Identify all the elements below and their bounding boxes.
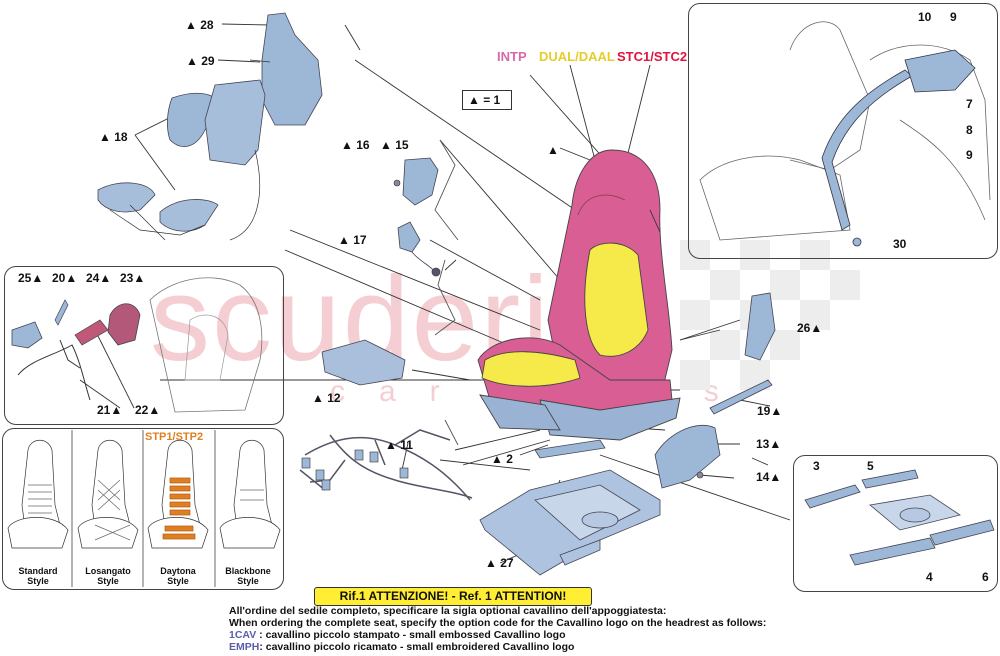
inset-side-trim-panel <box>4 266 284 425</box>
style-caption-blackbone: Blackbone Style <box>218 566 278 586</box>
label-part-30: 30 <box>893 237 907 251</box>
inset-seatbelt-strap <box>821 49 976 247</box>
label-part-19: 19▲ <box>757 404 783 418</box>
label-stp: STP1/STP2 <box>145 431 204 443</box>
label-part-14: 14▲ <box>756 470 782 484</box>
label-part-9-top: 9 <box>950 10 957 24</box>
label-part-11: ▲ 11 <box>385 438 413 452</box>
note-title: Rif.1 ATTENZIONE! - Ref. 1 ATTENTION! <box>314 587 592 606</box>
main-seat <box>477 149 681 441</box>
label-part-22: 22▲ <box>135 403 161 417</box>
headrest-shell-part <box>166 12 323 147</box>
inset-rails-panel <box>793 455 998 592</box>
label-part-23: 23▲ <box>120 271 146 285</box>
headrest-mechanism-part <box>97 79 266 232</box>
style-caption-line2: Style <box>97 576 119 586</box>
note-line-1: All'ordine del sedile completo, specific… <box>229 605 667 617</box>
screw-16 <box>393 179 401 187</box>
option-code-emph: EMPH <box>229 641 260 653</box>
motor-26 <box>744 292 776 361</box>
option-text-1cav: : cavallino piccolo stampato - small emb… <box>256 629 566 641</box>
label-part-26: 26▲ <box>797 321 823 335</box>
label-part-9-bottom: 9 <box>966 148 973 162</box>
note-line-3: 1CAV : cavallino piccolo stampato - smal… <box>229 629 565 642</box>
control-module-12 <box>321 339 406 386</box>
option-text-emph: : cavallino piccolo ricamato - small emb… <box>259 641 575 653</box>
style-caption-line2: Style <box>27 576 49 586</box>
seat-frame-27 <box>479 469 661 576</box>
label-part-10: 10 <box>918 10 932 24</box>
note-line-4: EMPH: cavallino piccolo ricamato - small… <box>229 641 574 654</box>
note-line-2: When ordering the complete seat, specify… <box>229 617 767 629</box>
inset-styles-panel <box>2 428 284 590</box>
style-dividers <box>71 430 216 587</box>
label-part-3: 3 <box>813 459 820 473</box>
seat-cushion-center <box>481 351 581 387</box>
label-part-17: ▲ 17 <box>338 233 367 247</box>
side-cover-13 <box>654 424 721 489</box>
label-part-8: 8 <box>966 123 973 137</box>
style-caption-losangato: Losangato Style <box>78 566 138 586</box>
style-daytona-seat <box>147 439 209 549</box>
label-part-4: 4 <box>926 570 933 584</box>
style-caption-line1: Standard <box>18 566 58 576</box>
style-caption-line2: Style <box>167 576 189 586</box>
style-caption-line1: Blackbone <box>225 566 271 576</box>
label-intp: INTP <box>497 49 527 64</box>
label-part-18: ▲ 18 <box>99 130 128 144</box>
quantity-legend: ▲ = 1 <box>462 90 512 110</box>
label-part-20: 20▲ <box>52 271 78 285</box>
label-part-7: 7 <box>966 97 973 111</box>
label-part-15: ▲ 15 <box>380 138 409 152</box>
label-part-5: 5 <box>867 459 874 473</box>
seat-rail-2 <box>534 439 606 459</box>
label-dual-daal: DUAL/DAAL <box>539 49 615 64</box>
style-caption-line2: Style <box>237 576 259 586</box>
style-caption-standard: Standard Style <box>8 566 68 586</box>
seat-back-center <box>584 242 649 357</box>
seatbelt-buckle-17 <box>397 221 441 277</box>
label-part-6: 6 <box>982 570 989 584</box>
style-caption-line1: Losangato <box>85 566 131 576</box>
label-part-29: ▲ 29 <box>186 54 215 68</box>
style-thumbnails <box>7 439 281 549</box>
label-part-21: 21▲ <box>97 403 123 417</box>
label-part-24: 24▲ <box>86 271 112 285</box>
label-part-28: ▲ 28 <box>185 18 214 32</box>
inset-rails-drawing <box>804 469 995 566</box>
label-seat-assembly: ▲ <box>547 143 559 157</box>
label-part-12: ▲ 12 <box>312 391 341 405</box>
option-code-1cav: 1CAV <box>229 629 257 641</box>
label-part-2: ▲ 2 <box>491 452 513 466</box>
style-standard-seat <box>7 439 69 549</box>
quantity-legend-text: ▲ = 1 <box>468 93 501 107</box>
style-caption-line1: Daytona <box>160 566 196 576</box>
trim-cover-15 <box>402 157 439 206</box>
seat-base <box>539 397 681 441</box>
label-part-13: 13▲ <box>756 437 782 451</box>
inset-side-trim-drawing <box>11 277 263 413</box>
rail-cover-19 <box>709 379 773 415</box>
label-part-16: ▲ 16 <box>341 138 370 152</box>
label-part-27: ▲ 27 <box>485 556 514 570</box>
wiring-harness-11 <box>299 429 473 501</box>
label-stc: STC1/STC2 <box>617 49 688 64</box>
label-part-25: 25▲ <box>18 271 44 285</box>
style-caption-daytona: Daytona Style <box>148 566 208 586</box>
style-blackbone-seat <box>219 439 281 549</box>
screw-14 <box>696 471 704 479</box>
inset-seatbelt-panel <box>688 3 998 259</box>
seat-side-lower <box>479 394 561 431</box>
style-losangato-seat <box>77 439 139 549</box>
